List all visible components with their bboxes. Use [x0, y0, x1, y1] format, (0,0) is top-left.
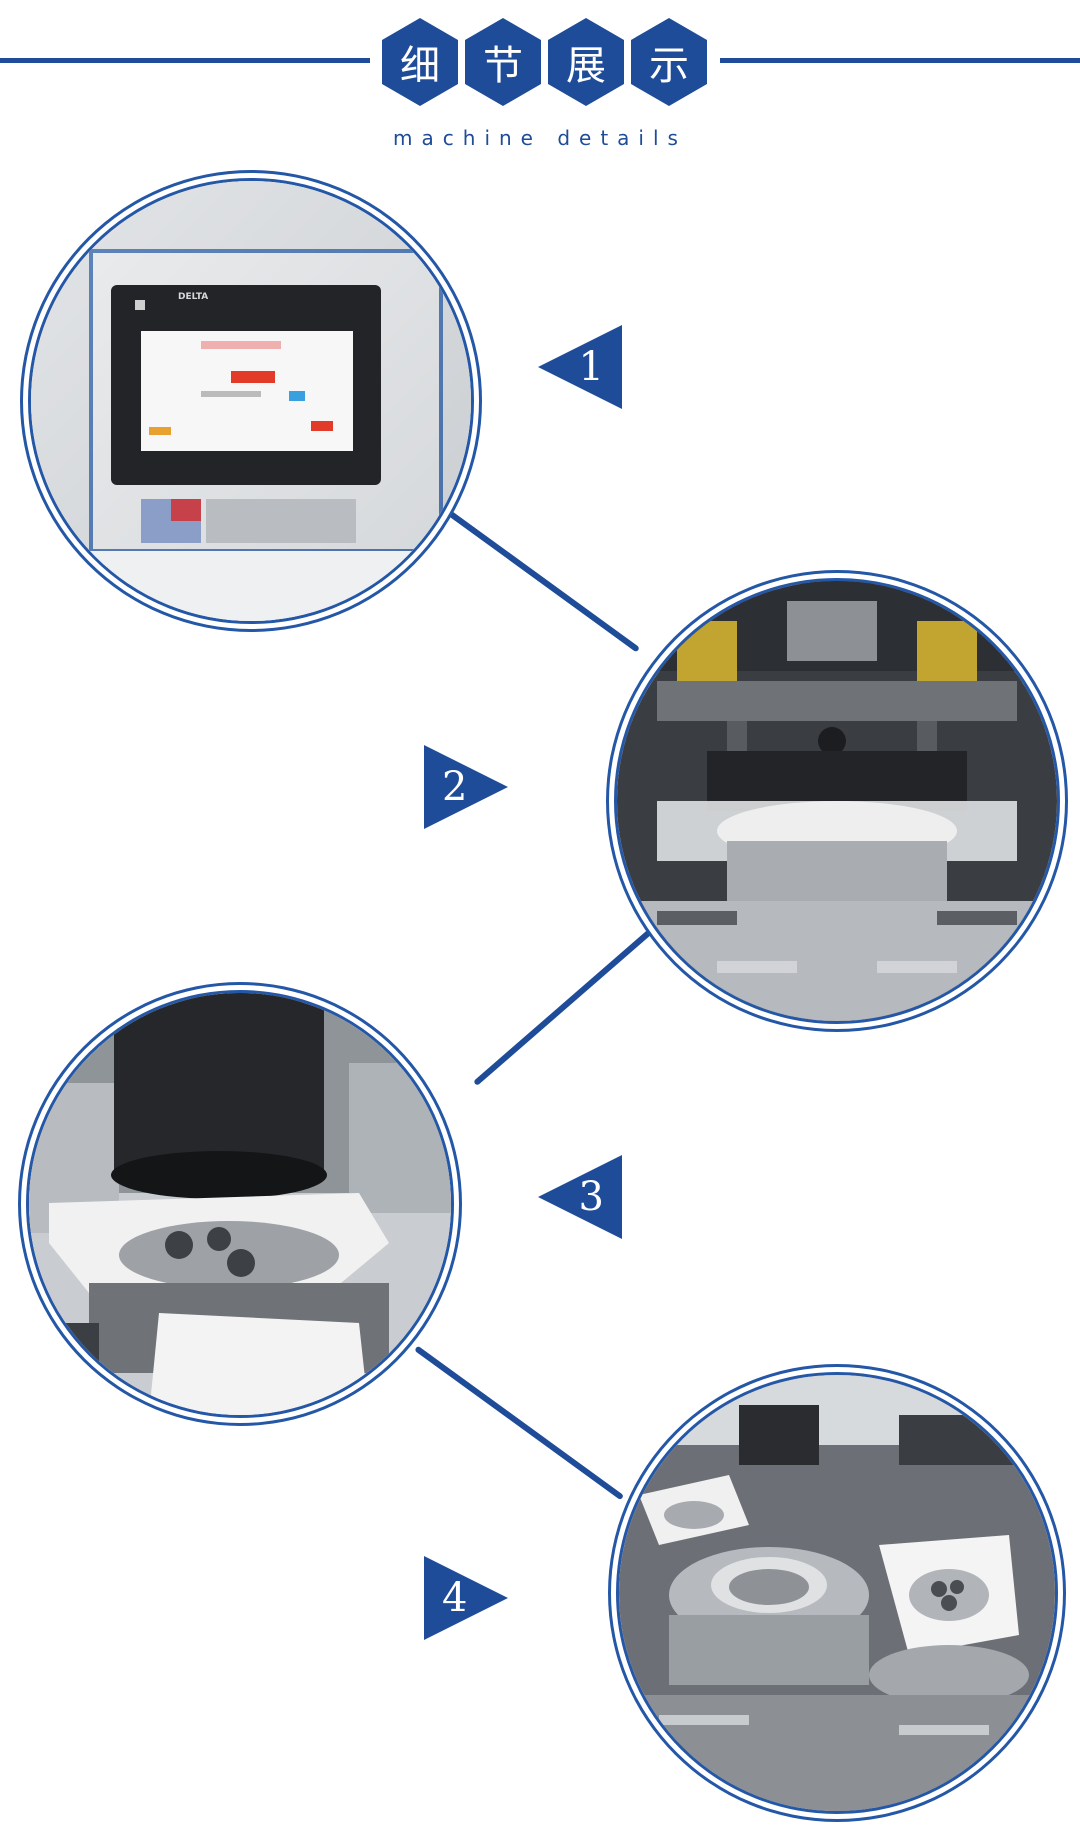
step-badge-2: 2 — [424, 745, 508, 829]
step-badge-1: 1 — [538, 325, 622, 409]
header-line-left — [0, 58, 370, 63]
step-badge-4: 4 — [424, 1556, 508, 1640]
detail-photo-1-touchscreen: DELTA — [28, 178, 474, 624]
title-char-2: 节 — [465, 18, 541, 106]
step-badge-3: 3 — [538, 1155, 622, 1239]
detail-photo-3-punch-workpiece — [26, 990, 454, 1418]
connector-1-2 — [442, 506, 640, 653]
header-subtitle: machine details — [393, 126, 687, 150]
connector-2-3 — [473, 920, 662, 1086]
detail-photo-4-rotary-molds — [616, 1372, 1058, 1814]
detail-photo-2-press-plate — [614, 578, 1060, 1024]
title-char-3: 展 — [548, 18, 624, 106]
screen-brand: DELTA — [178, 292, 209, 302]
title-char-4: 示 — [631, 18, 707, 106]
title-char-1: 细 — [382, 18, 458, 106]
header-line-right — [720, 58, 1080, 63]
connector-3-4 — [414, 1345, 625, 1501]
